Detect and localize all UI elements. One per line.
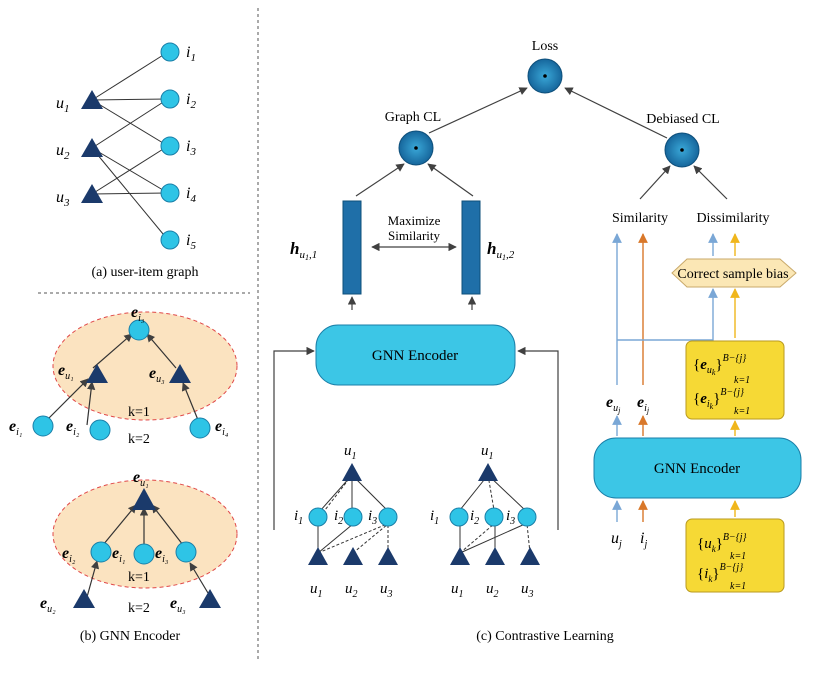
caption-b: (b) GNN Encoder <box>80 629 181 644</box>
label-i1: i1 <box>186 44 196 64</box>
svg-text:k=1: k=1 <box>734 375 750 386</box>
gnn-encoder-left <box>315 324 516 386</box>
item-node-i3 <box>160 136 180 156</box>
b-lower-k2: k=2 <box>128 601 150 616</box>
b-label-eu3-low: eu₃ <box>170 595 186 615</box>
b-upper-u1-node <box>86 364 108 383</box>
label-i5: i5 <box>186 232 196 252</box>
debiased-cl-label: Debiased CL <box>646 112 719 127</box>
b-upper-i1-node <box>32 415 54 437</box>
user-node-u3 <box>81 184 103 203</box>
augmented-graph-left: u1 i1 i2 i3 u1 u2 u3 <box>294 443 398 600</box>
gnn-encoder-right <box>593 437 802 499</box>
h-u1-2-bar <box>461 200 481 295</box>
e-uj-label: euj <box>606 394 621 415</box>
label-i2: i2 <box>186 91 196 111</box>
b-upper-k2: k=2 <box>128 432 150 447</box>
e-ij-label: eij <box>637 394 650 415</box>
svg-text:u2: u2 <box>486 581 499 600</box>
label-u2: u2 <box>56 142 70 162</box>
panel-c-contrastive-learning: Loss Graph CL Debiased CL hu1,1 hu1,2 Ma… <box>273 39 802 644</box>
b-lower-i2-node <box>90 541 112 563</box>
svg-text:i2: i2 <box>334 508 343 527</box>
b-lower-k1: k=1 <box>128 570 150 585</box>
maximize-label: Maximize <box>388 213 441 228</box>
negative-embeddings-box <box>685 340 785 420</box>
correct-sample-bias-label: Correct sample bias <box>677 267 788 282</box>
b-upper-i4-node <box>189 417 211 439</box>
b-lower-u3-node <box>199 589 221 608</box>
svg-text:u3: u3 <box>521 581 534 600</box>
gnn-encoder-left-label: GNN Encoder <box>372 348 458 364</box>
panel-b-gnn-encoder: ei₃ eu₁ eu₃ ei₁ ei₂ ei₄ k=1 k=2 eu₁ ei₂ … <box>9 304 238 644</box>
b-lower-u1-node <box>132 488 156 510</box>
svg-text:k=1: k=1 <box>730 581 746 592</box>
b-upper-i3-node <box>128 319 150 341</box>
b-upper-u3-node <box>169 364 191 383</box>
svg-text:i3: i3 <box>506 508 515 527</box>
b-label-ei1: ei₁ <box>9 418 22 438</box>
h-u1-2-label: hu1,2 <box>487 239 515 262</box>
svg-text:i2: i2 <box>470 508 479 527</box>
loss-label: Loss <box>532 39 558 54</box>
uj-input-label: uj <box>611 530 622 550</box>
item-node-i5 <box>160 230 180 250</box>
b-label-eu2: eu₂ <box>40 595 56 615</box>
graph-cl-label: Graph CL <box>385 110 441 125</box>
similarity-mid-label: Similarity <box>388 228 441 243</box>
svg-text:u3: u3 <box>380 581 393 600</box>
item-node-i1 <box>160 42 180 62</box>
svg-text:u2: u2 <box>345 581 358 600</box>
dissimilarity-label: Dissimilarity <box>696 211 769 226</box>
svg-text:u1: u1 <box>310 581 323 600</box>
label-u1: u1 <box>56 95 70 115</box>
svg-text:i1: i1 <box>294 508 303 527</box>
b-lower-i1-node <box>133 543 155 565</box>
similarity-label: Similarity <box>612 211 668 226</box>
gnn-encoder-right-label: GNN Encoder <box>654 461 740 477</box>
svg-text:i3: i3 <box>368 508 377 527</box>
b-upper-i2-node <box>89 419 111 441</box>
b-lower-u2-node <box>73 589 95 608</box>
item-node-i4 <box>160 183 180 203</box>
negative-ids-box <box>685 518 785 593</box>
panel-a-user-item-graph: i1 i2 i3 i4 i5 u1 u2 u3 (a) user-item gr… <box>56 42 199 280</box>
user-node-u2 <box>81 138 103 157</box>
h-u1-1-label: hu1,1 <box>290 239 317 262</box>
label-i4: i4 <box>186 185 196 205</box>
h-u1-1-bar <box>342 200 362 295</box>
svg-text:k=1: k=1 <box>730 551 746 562</box>
svg-text:u1: u1 <box>481 443 494 462</box>
label-i3: i3 <box>186 138 196 158</box>
b-lower-i3-node <box>175 541 197 563</box>
label-u3: u3 <box>56 189 70 209</box>
item-node-i2 <box>160 89 180 109</box>
augmented-graph-right: u1 i1 i2 i3 u1 u2 u3 <box>430 443 540 600</box>
ellipse-upper <box>52 311 238 421</box>
svg-text:u1: u1 <box>451 581 464 600</box>
b-label-ei2: ei₂ <box>66 418 80 438</box>
user-node-u1 <box>81 90 103 109</box>
b-upper-k1: k=1 <box>128 405 150 420</box>
ij-input-label: ij <box>640 530 647 550</box>
svg-text:u1: u1 <box>344 443 357 462</box>
svg-text:i1: i1 <box>430 508 439 527</box>
svg-text:k=1: k=1 <box>734 406 750 417</box>
caption-c: (c) Contrastive Learning <box>476 629 614 644</box>
caption-a: (a) user-item graph <box>91 265 198 280</box>
b-label-ei4: ei₄ <box>215 418 229 438</box>
correct-sample-bias-hexagon <box>671 258 797 288</box>
